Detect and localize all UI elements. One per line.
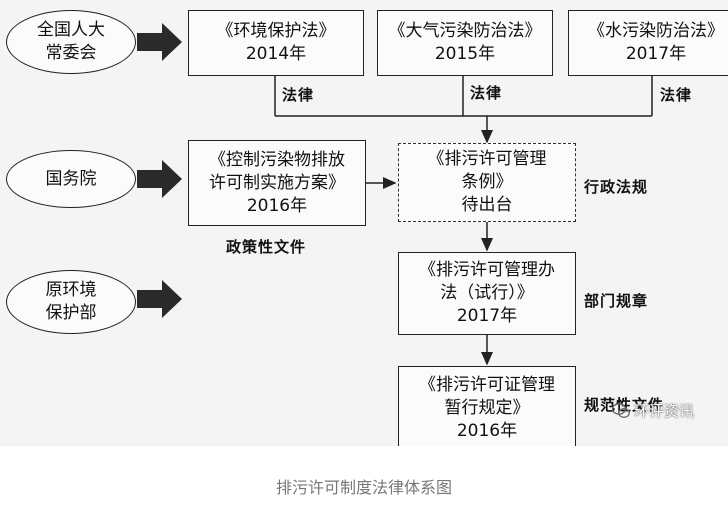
plan-box: 《控制污染物排放 许可制实施方案》 2016年 <box>188 140 366 226</box>
law-box-environmental-protection: 《环境保护法》 2014年 <box>188 10 364 76</box>
law-label-3: 法律 <box>660 86 693 104</box>
measures-year: 2017年 <box>456 306 518 326</box>
figure-caption: 排污许可制度法律体系图 <box>275 478 452 497</box>
provisions-year: 2016年 <box>456 421 518 441</box>
regulation-box: 《排污许可管理 条例》 待出台 <box>398 143 576 222</box>
watermark: 环评资讯 <box>612 400 694 421</box>
regulation-line2: 条例》 <box>461 172 513 192</box>
provisions-line2: 暂行规定》 <box>444 398 530 418</box>
law-title: 《环境保护法》 <box>216 21 336 41</box>
authority-npc-line2: 常委会 <box>45 43 97 63</box>
plan-line2: 许可制实施方案》 <box>209 172 345 193</box>
regulation-status: 待出台 <box>461 195 513 215</box>
law-title: 《水污染防治法》 <box>588 21 724 41</box>
measures-line2: 法（试行）》 <box>440 283 534 303</box>
provisions-box: 《排污许可证管理 暂行规定》 2016年 <box>398 366 576 446</box>
plan-year: 2016年 <box>246 195 308 216</box>
authority-npc-line1: 全国人大 <box>37 20 105 40</box>
law-box-air-pollution: 《大气污染防治法》 2015年 <box>377 10 553 76</box>
policy-doc-label: 政策性文件 <box>226 238 307 256</box>
plan-line1: 《控制污染物排放 <box>209 149 345 170</box>
law-label-1: 法律 <box>282 86 315 104</box>
law-box-water-pollution: 《水污染防治法》 2017年 <box>568 10 728 76</box>
block-arrow-state-council <box>137 160 182 198</box>
authority-mep-line1: 原环境 <box>45 280 97 300</box>
law-label-2: 法律 <box>470 84 503 102</box>
law-year: 2015年 <box>434 44 496 64</box>
wechat-icon <box>612 402 630 418</box>
block-arrow-npc <box>137 23 182 61</box>
dept-rules-label: 部门规章 <box>584 292 649 310</box>
law-year: 2014年 <box>245 44 307 64</box>
measures-line1: 《排污许可管理办 <box>419 260 555 280</box>
block-arrow-mep <box>137 280 182 318</box>
authority-npc: 全国人大 常委会 <box>6 10 136 74</box>
regulation-line1: 《排污许可管理 <box>427 149 547 169</box>
legal-system-diagram: 全国人大 常委会 国务院 原环境 保护部 《环境保护法》 2014年 《大气污染… <box>0 0 728 446</box>
measures-box: 《排污许可管理办 法（试行）》 2017年 <box>398 252 576 335</box>
law-year: 2017年 <box>625 44 687 64</box>
authority-state-council-label: 国务院 <box>45 168 97 189</box>
authority-state-council: 国务院 <box>6 150 136 208</box>
watermark-text: 环评资讯 <box>634 402 695 420</box>
authority-mep-line2: 保护部 <box>45 303 97 323</box>
admin-regulation-label: 行政法规 <box>584 178 649 196</box>
law-title: 《大气污染防治法》 <box>388 21 542 41</box>
provisions-line1: 《排污许可证管理 <box>419 375 555 395</box>
authority-mep: 原环境 保护部 <box>6 270 136 334</box>
connector-layer <box>137 23 653 366</box>
